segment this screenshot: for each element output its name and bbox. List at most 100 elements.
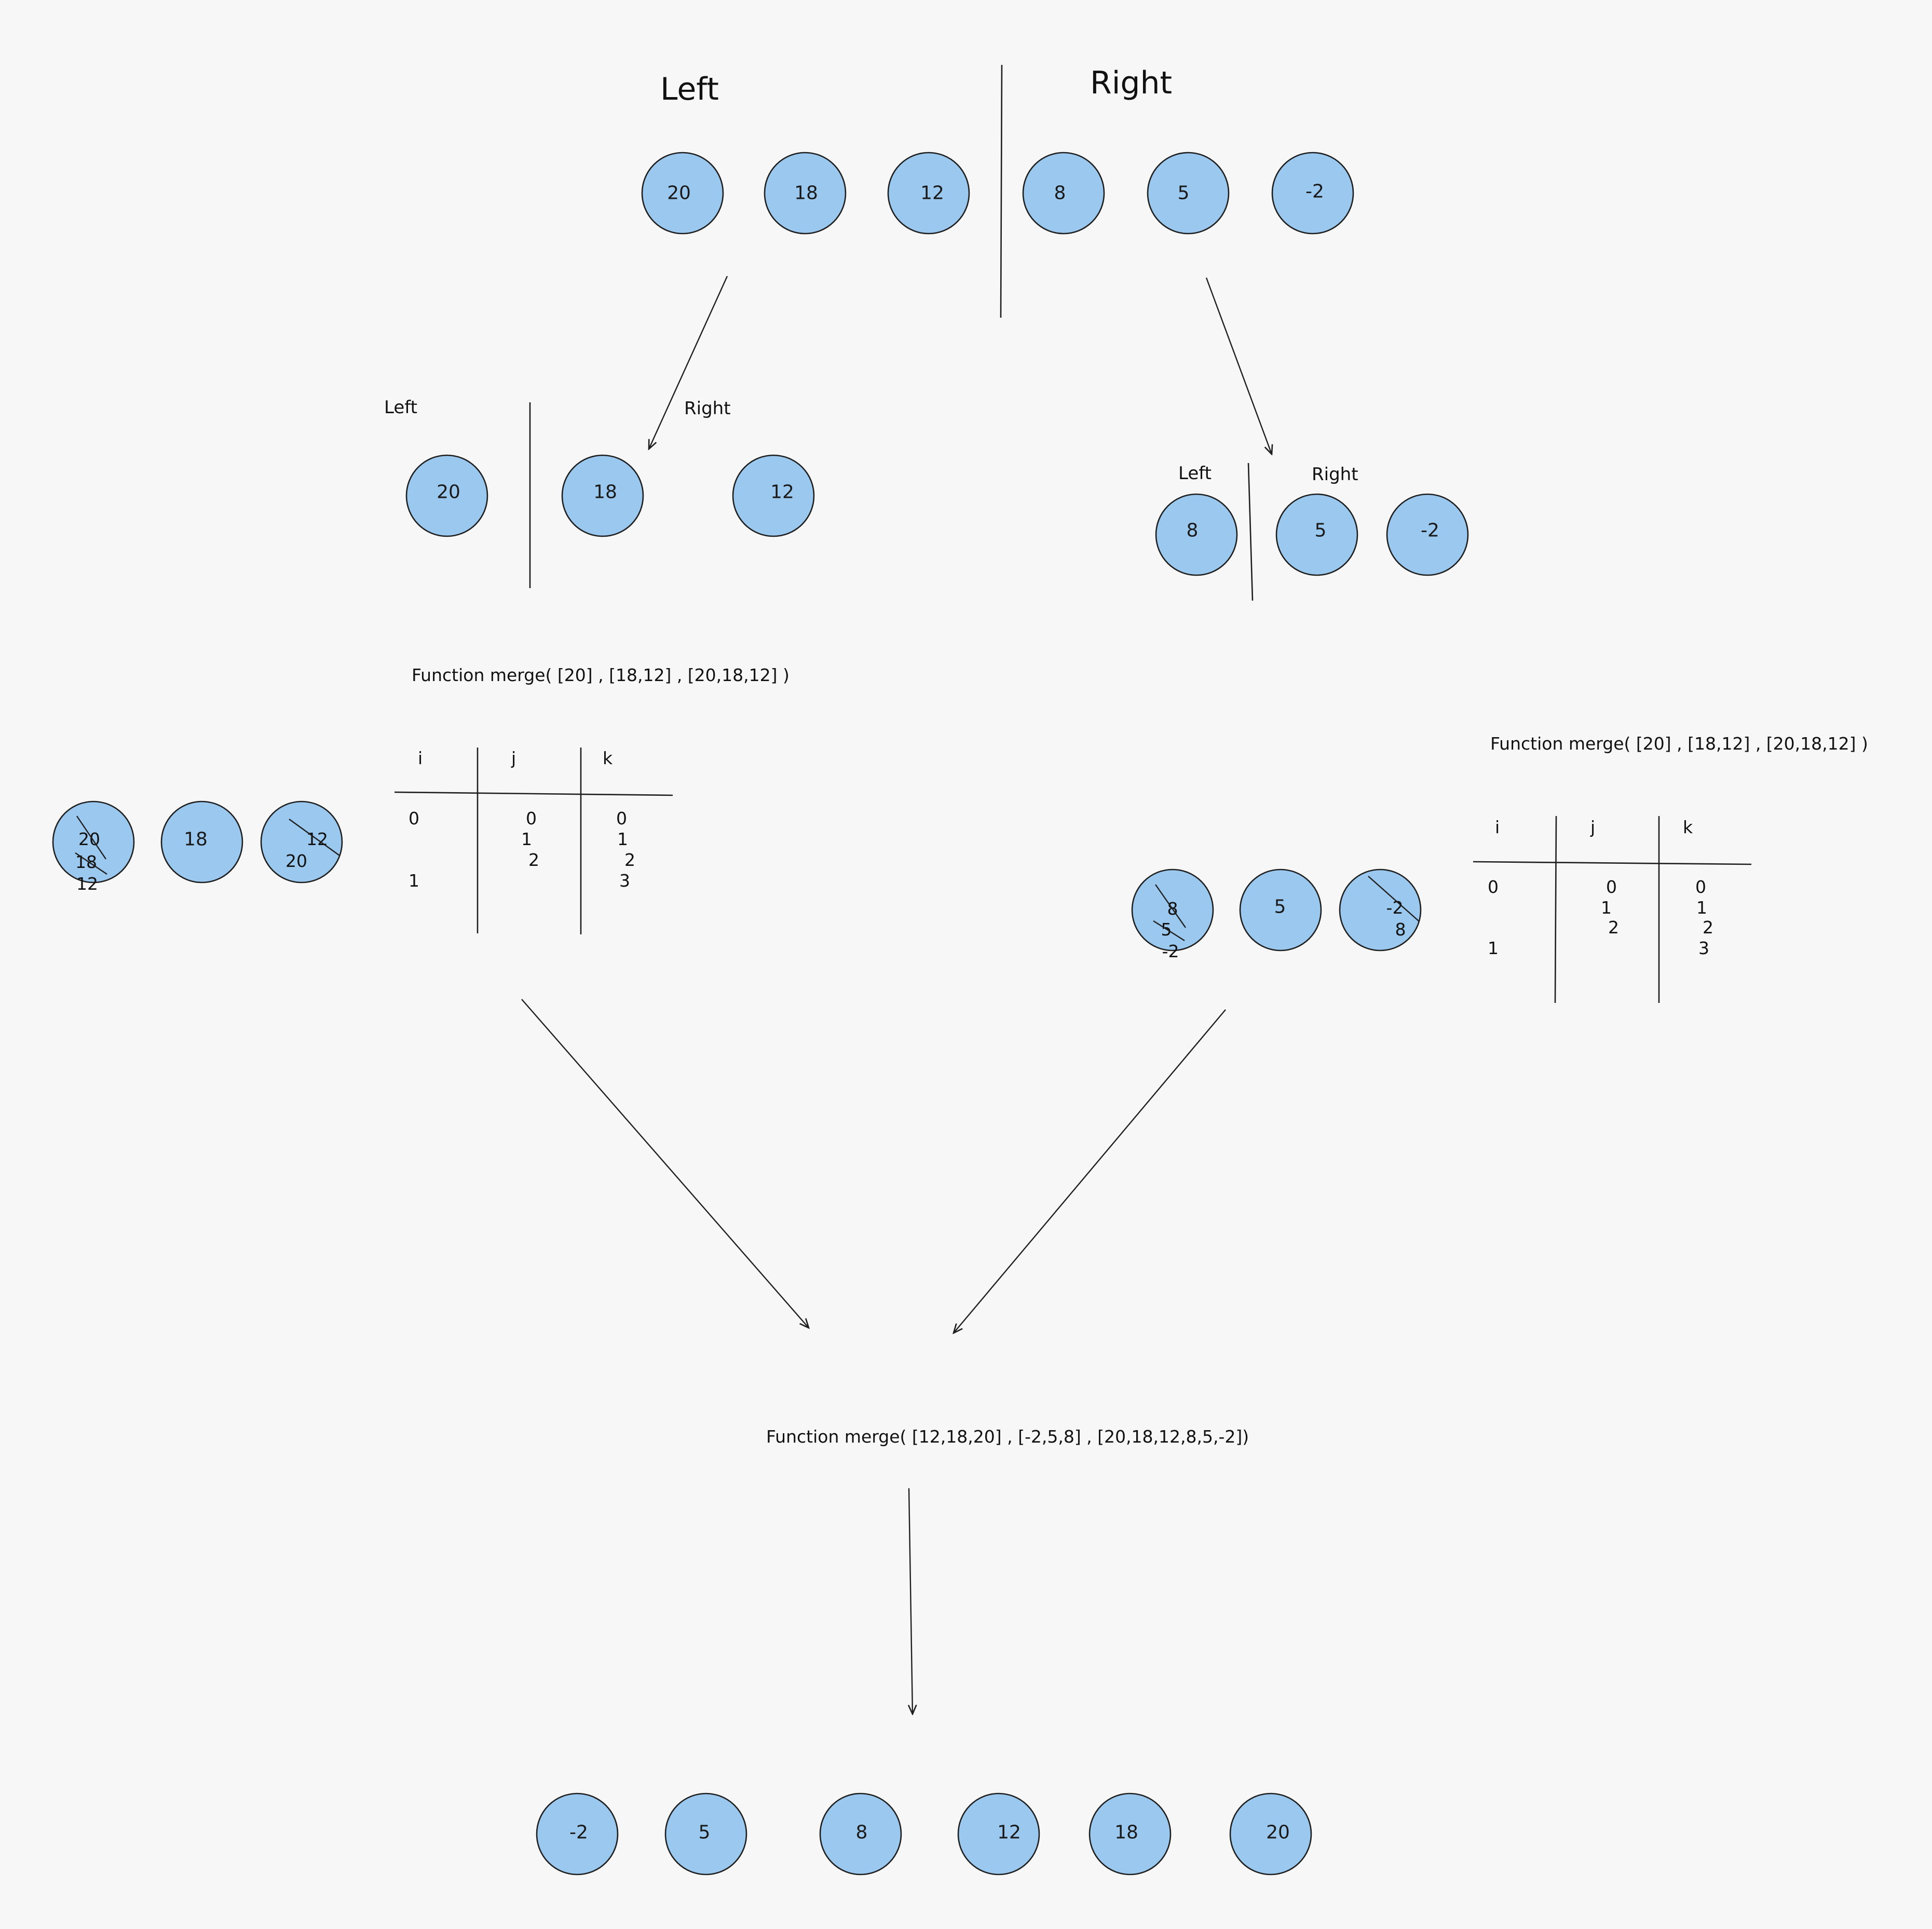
merge-right-table-vline-1 bbox=[1554, 816, 1557, 1003]
merge-left-strike-2 bbox=[75, 852, 107, 875]
merge-right-node-2-value: 5 bbox=[1274, 896, 1286, 918]
merge-left-table-j-0: 0 bbox=[526, 808, 537, 828]
merge-right-table-header-i: i bbox=[1495, 817, 1500, 837]
merge-left-table: i j k 0 1 0 1 2 0 1 2 3 bbox=[394, 748, 673, 934]
merge-right-node-1-note-3: -2 bbox=[1162, 941, 1179, 961]
merge-right-table-k-0: 0 bbox=[1695, 877, 1706, 897]
merge-right-table-header-j: j bbox=[1590, 817, 1595, 837]
split-left-node-3: 12 bbox=[732, 454, 815, 537]
merge-left-function-text: Function merge( [20] , [18,12] , [20,18,… bbox=[412, 665, 790, 685]
top-node-4-value: 8 bbox=[1054, 183, 1066, 204]
top-node-1: 20 bbox=[641, 152, 724, 235]
split-right-right-label: Right bbox=[1312, 464, 1358, 485]
top-node-5: 5 bbox=[1147, 152, 1230, 235]
split-left-node-2: 18 bbox=[561, 454, 644, 537]
merge-left-table-i-0: 0 bbox=[409, 808, 419, 828]
split-right-divider bbox=[1247, 463, 1254, 601]
merge-left-node-1-note-3: 12 bbox=[76, 874, 98, 894]
merge-left-table-header-i: i bbox=[418, 748, 423, 768]
split-left-node-3-value: 12 bbox=[770, 482, 794, 503]
merge-left-strike-3 bbox=[289, 819, 340, 856]
merge-left-node-3 bbox=[260, 800, 343, 884]
merge-right-table-k-1: 1 bbox=[1696, 898, 1707, 918]
arrow-top-to-left-split bbox=[649, 276, 728, 449]
merge-right-strike-1 bbox=[1155, 884, 1186, 928]
split-right-node-3: -2 bbox=[1386, 493, 1469, 576]
merge-left-table-header-j: j bbox=[511, 748, 516, 768]
arrow-final-to-result bbox=[909, 1488, 913, 1714]
merge-right-node-3-note-1: -2 bbox=[1386, 898, 1404, 918]
result-node-6-value: 20 bbox=[1266, 1822, 1290, 1843]
merge-right-node-2: 5 bbox=[1239, 868, 1322, 952]
result-node-3-value: 8 bbox=[856, 1822, 868, 1843]
result-node-4: 12 bbox=[957, 1792, 1040, 1876]
merge-left-table-i-1: 1 bbox=[409, 871, 419, 891]
merge-right-table-i-1: 1 bbox=[1488, 938, 1499, 958]
split-left-node-1-value: 20 bbox=[437, 482, 460, 503]
split-right-left-label: Left bbox=[1178, 463, 1212, 484]
top-node-6-value: -2 bbox=[1305, 181, 1324, 202]
split-right-node-1-value: 8 bbox=[1187, 520, 1199, 541]
split-right-node-1: 8 bbox=[1155, 493, 1238, 576]
merge-right-table-j-2: 2 bbox=[1608, 917, 1619, 938]
merge-left-table-k-0: 0 bbox=[616, 808, 627, 828]
merge-right-function-text: Function merge( [20] , [18,12] , [20,18,… bbox=[1490, 733, 1868, 754]
top-node-2-value: 18 bbox=[794, 183, 818, 204]
split-right-node-3-value: -2 bbox=[1421, 520, 1439, 541]
merge-right-node-3 bbox=[1339, 868, 1422, 952]
merge-left-node-3-note-2: 20 bbox=[285, 851, 307, 871]
merge-left-table-k-3: 3 bbox=[619, 871, 630, 891]
split-left-left-label: Left bbox=[384, 397, 417, 418]
result-node-4-value: 12 bbox=[997, 1822, 1021, 1843]
result-node-2-value: 5 bbox=[699, 1822, 711, 1843]
merge-left-strike-1 bbox=[76, 816, 106, 860]
split-left-right-label: Right bbox=[684, 398, 731, 419]
merge-right-table-k-2: 2 bbox=[1703, 917, 1713, 938]
merge-left-node-1 bbox=[52, 800, 135, 884]
merge-left-node-2: 18 bbox=[160, 800, 243, 884]
top-node-1-value: 20 bbox=[667, 183, 691, 204]
result-node-5-value: 18 bbox=[1114, 1822, 1138, 1843]
top-divider bbox=[1000, 64, 1003, 318]
merge-right-table-i-0: 0 bbox=[1488, 877, 1499, 897]
merge-right-table-k-3: 3 bbox=[1698, 938, 1709, 958]
arrow-right-merge-to-final bbox=[954, 1009, 1226, 1333]
split-left-node-2-value: 18 bbox=[593, 482, 617, 503]
top-node-2: 18 bbox=[764, 152, 847, 235]
result-node-1: -2 bbox=[536, 1792, 619, 1876]
result-node-5: 18 bbox=[1089, 1792, 1172, 1876]
merge-left-table-k-1: 1 bbox=[617, 829, 628, 849]
top-node-3: 12 bbox=[887, 152, 970, 235]
split-right-node-2-value: 5 bbox=[1315, 520, 1327, 541]
merge-right-table-j-0: 0 bbox=[1606, 877, 1617, 897]
merge-left-table-header-k: k bbox=[603, 748, 613, 768]
top-node-4: 8 bbox=[1022, 152, 1105, 235]
split-left-node-1: 20 bbox=[405, 454, 488, 537]
top-right-label: Right bbox=[1090, 65, 1172, 101]
result-node-6: 20 bbox=[1229, 1792, 1312, 1876]
merge-right-node-3-note-2: 8 bbox=[1395, 919, 1406, 940]
merge-left-table-hline bbox=[394, 791, 673, 796]
merge-left-table-j-2: 2 bbox=[528, 850, 539, 870]
merge-right-strike-2 bbox=[1153, 920, 1185, 942]
top-node-5-value: 5 bbox=[1178, 183, 1190, 204]
merge-right-table-header-k: k bbox=[1683, 817, 1693, 837]
final-merge-function-text: Function merge( [12,18,20] , [-2,5,8] , … bbox=[766, 1427, 1249, 1447]
merge-right-strike-3 bbox=[1368, 876, 1420, 922]
top-node-3-value: 12 bbox=[920, 183, 944, 204]
top-left-label: Left bbox=[660, 71, 719, 107]
arrow-left-merge-to-final bbox=[521, 999, 809, 1328]
merge-right-table-hline bbox=[1473, 861, 1752, 865]
merge-left-node-2-value: 18 bbox=[184, 829, 208, 850]
split-right-node-2: 5 bbox=[1275, 493, 1358, 576]
top-node-6: -2 bbox=[1271, 152, 1354, 235]
result-node-2: 5 bbox=[664, 1792, 747, 1876]
result-node-3: 8 bbox=[819, 1792, 902, 1876]
result-node-1-value: -2 bbox=[569, 1822, 588, 1843]
merge-right-table: i j k 0 1 0 1 2 0 1 2 3 bbox=[1473, 816, 1752, 1003]
merge-right-table-j-1: 1 bbox=[1601, 898, 1612, 918]
merge-left-table-j-1: 1 bbox=[521, 829, 532, 849]
arrow-top-to-right-split bbox=[1205, 277, 1272, 454]
